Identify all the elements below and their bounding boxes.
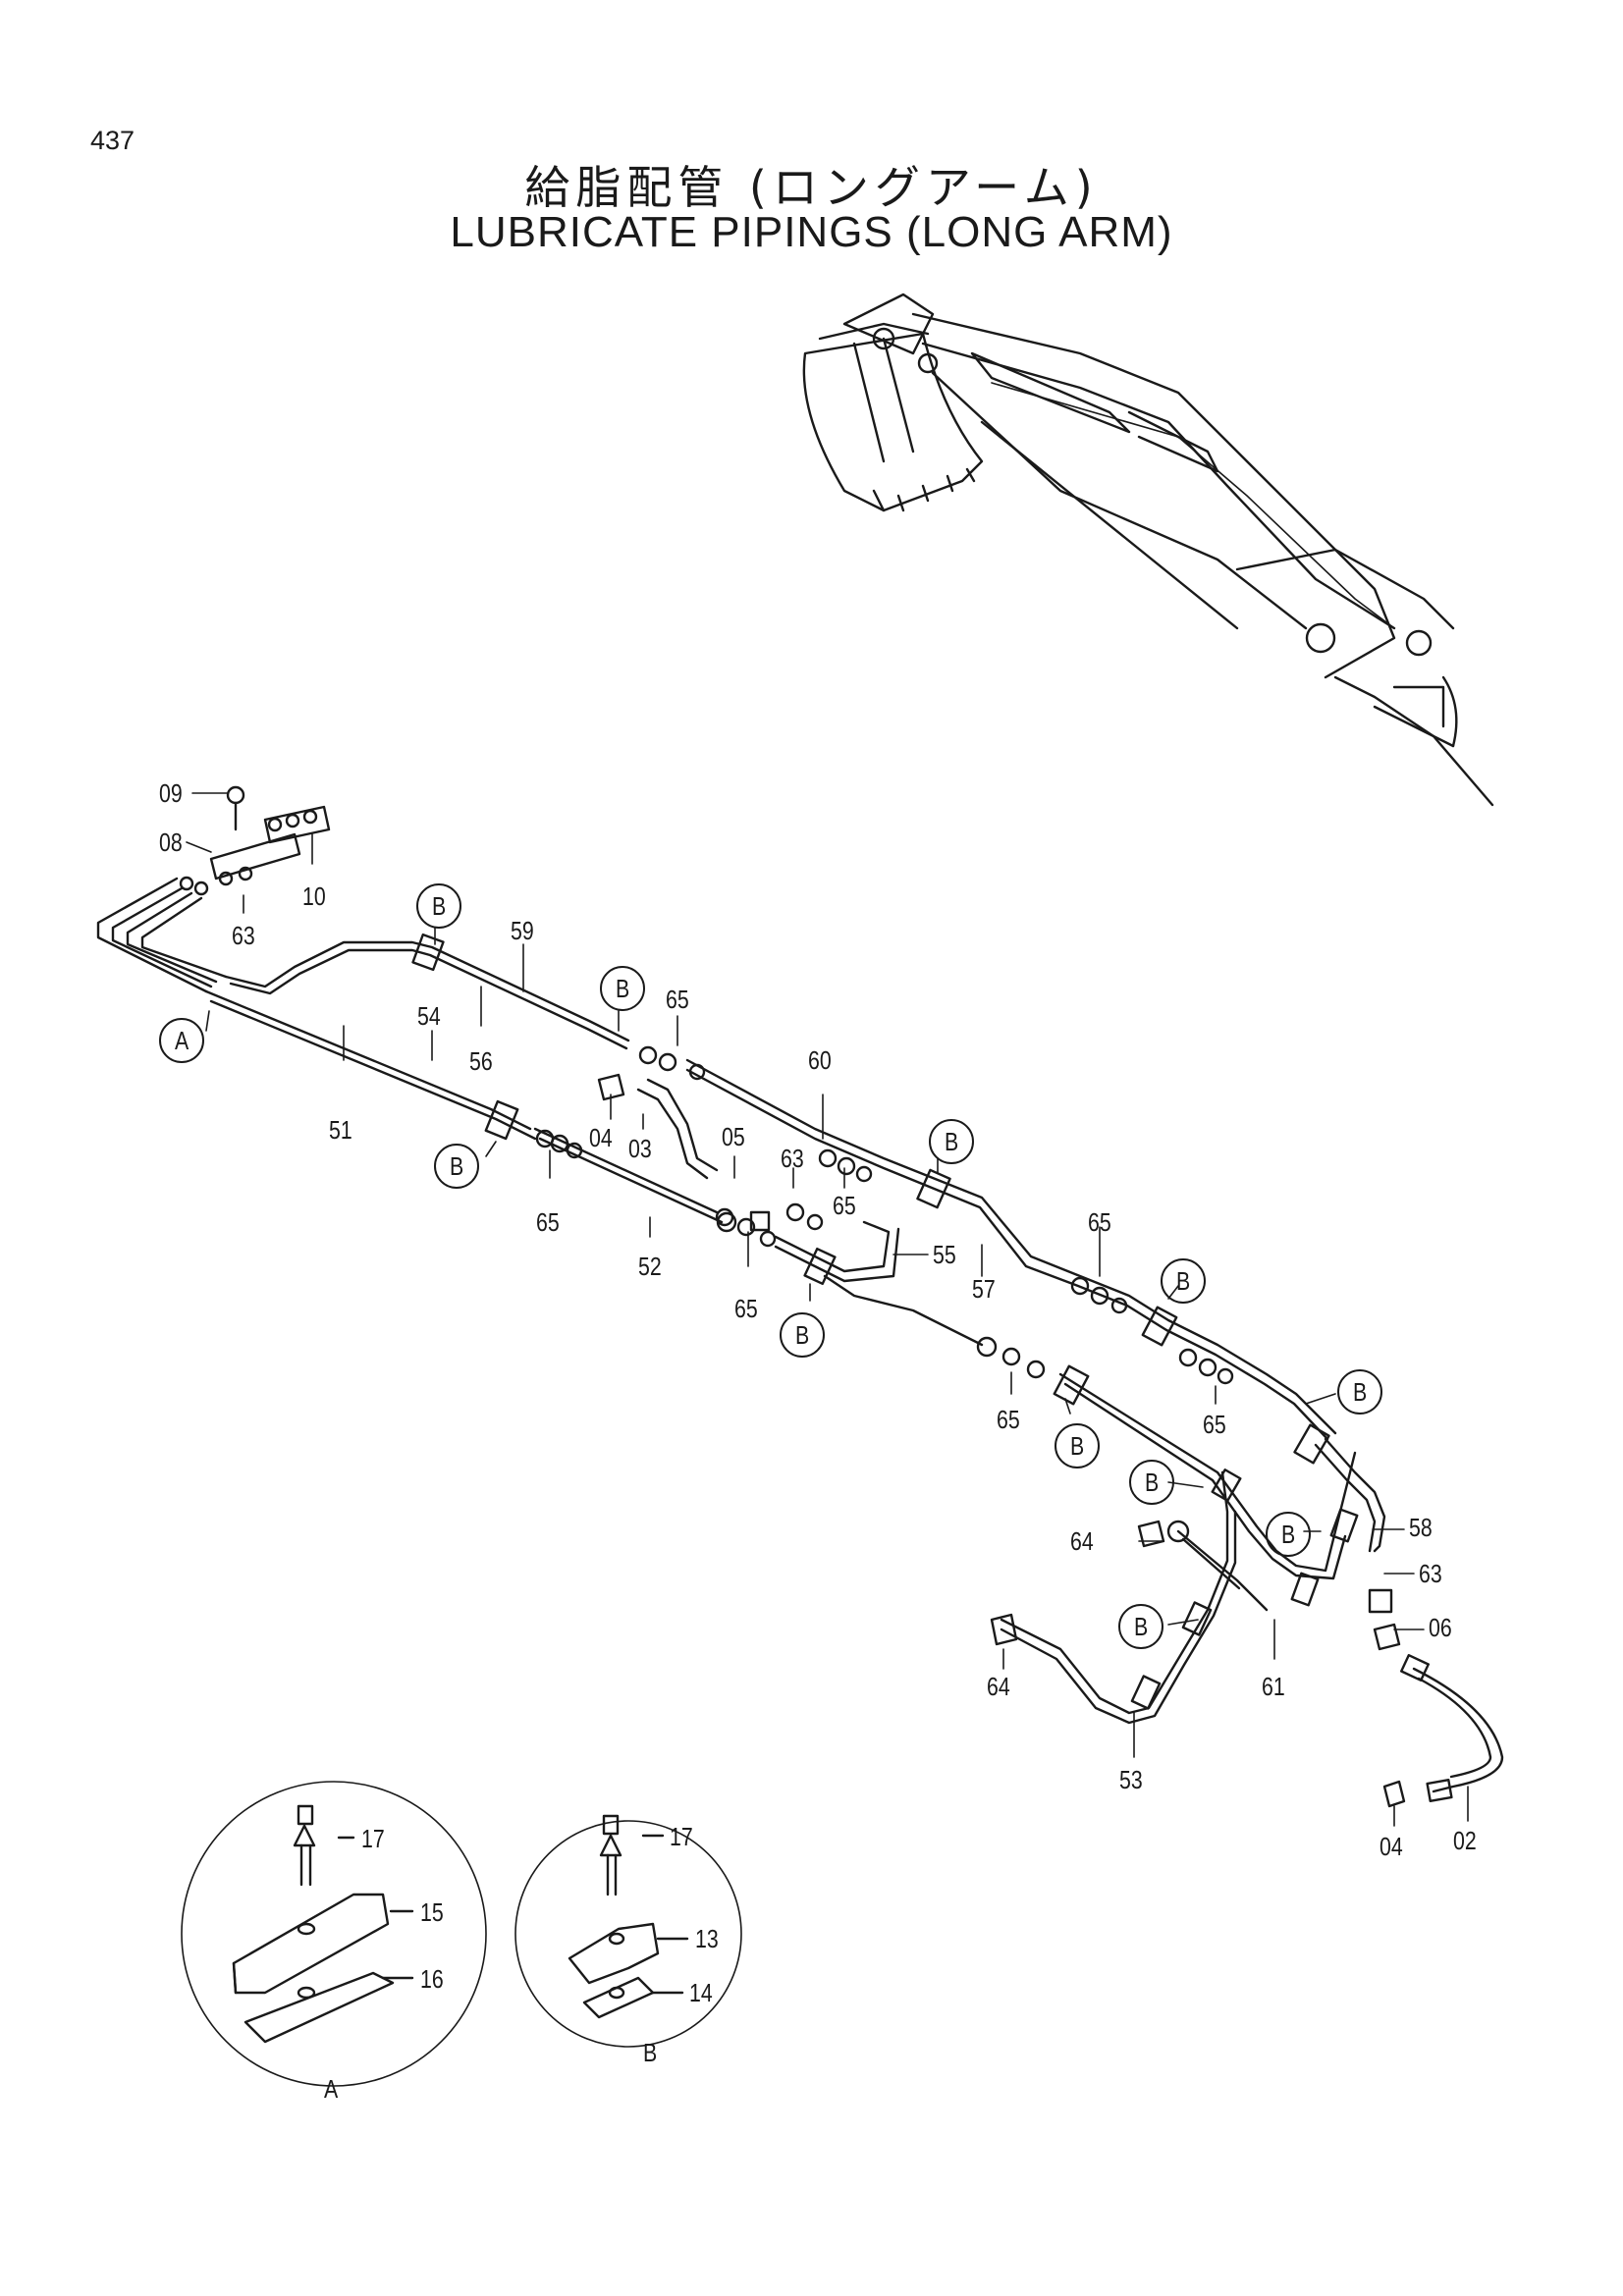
callout-65: 65 [734,1294,758,1323]
callout-57: 57 [972,1274,996,1304]
callout-60: 60 [808,1045,832,1075]
callout-51: 51 [329,1115,352,1145]
leader-lines [186,792,1469,1827]
detail-b-view [514,1814,742,2048]
bubble-b: B [945,1127,959,1156]
callout-56: 56 [469,1046,493,1076]
bubble-b: B [795,1320,810,1350]
excavator-arm-illustration [802,293,1494,807]
callout-63: 63 [1419,1559,1442,1588]
callout-13: 13 [695,1924,719,1953]
bubble-b: B [1353,1377,1368,1407]
callout-61: 61 [1262,1672,1285,1701]
callout-15: 15 [420,1897,444,1927]
callout-65: 65 [1088,1207,1111,1237]
piping-assembly [96,785,1504,1808]
callout-64: 64 [987,1672,1010,1701]
bubble-b: B [450,1151,464,1181]
callout-03: 03 [628,1134,652,1163]
title-english: LUBRICATE PIPINGS (LONG ARM) [450,208,1173,256]
bubble-b: B [1176,1266,1191,1296]
bubble-b: B [1145,1468,1160,1497]
callout-06: 06 [1429,1613,1452,1642]
callout-65: 65 [833,1191,856,1220]
callout-65: 65 [997,1405,1020,1434]
callout-05: 05 [722,1122,745,1151]
callout-10: 10 [302,881,326,911]
detail-a-label: A [324,2074,339,2104]
callout-04: 04 [589,1123,613,1152]
callout-55: 55 [933,1240,956,1269]
callout-16: 16 [420,1964,444,1994]
bubble-b: B [1070,1431,1085,1461]
callout-54: 54 [417,1001,441,1031]
callout-63: 63 [781,1144,804,1173]
callout-17: 17 [670,1822,693,1851]
callout-65: 65 [666,985,689,1014]
bubble-b: B [1281,1520,1296,1549]
callout-64: 64 [1070,1526,1094,1556]
callout-65: 65 [536,1207,560,1237]
callout-58: 58 [1409,1513,1433,1542]
callout-08: 08 [159,828,183,857]
callout-59: 59 [511,916,534,945]
bubble-b: B [616,974,630,1003]
callout-53: 53 [1119,1765,1143,1794]
bubble-b: B [1134,1612,1149,1641]
callout-09: 09 [159,778,183,808]
detail-b-label: B [643,2038,658,2067]
callout-17: 17 [361,1824,385,1853]
title-japanese: 給脂配管 (ロングアーム) [524,161,1099,214]
reference-bubbles [159,883,1382,1649]
callout-63: 63 [232,921,255,950]
page-number: 437 [90,126,135,155]
callout-65: 65 [1203,1410,1226,1439]
callout-14: 14 [689,1978,713,2007]
callout-04: 04 [1380,1832,1403,1861]
callout-52: 52 [638,1252,662,1281]
bubble-a: A [175,1026,189,1055]
callout-02: 02 [1453,1826,1477,1855]
bubble-b: B [432,891,447,921]
detail-a-view [181,1781,487,2087]
